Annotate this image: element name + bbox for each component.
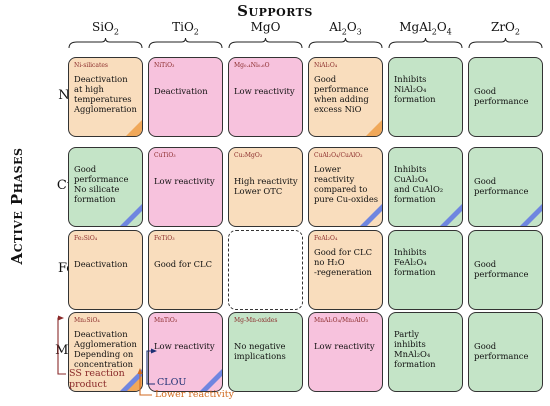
cell-description: Deactivation bbox=[154, 86, 208, 96]
column-label-5: ZrO2 bbox=[490, 20, 520, 37]
corner-marker bbox=[120, 204, 142, 226]
column-braces bbox=[68, 37, 543, 49]
column-label-0: SiO2 bbox=[92, 20, 119, 37]
corner-marker bbox=[520, 204, 542, 226]
corner-marker bbox=[120, 369, 142, 391]
cell-description: Good for CLC bbox=[154, 259, 212, 269]
cell-formula: Ni-silicates bbox=[74, 62, 109, 69]
cell-description: Low reactivity bbox=[154, 176, 215, 186]
cell-ni-1: NiTiO₃ Deactivation bbox=[148, 57, 223, 137]
column-brace-0 bbox=[68, 37, 143, 49]
corner-marker bbox=[360, 204, 382, 226]
cell-fe-1: FeTiO₃ Good for CLC bbox=[148, 230, 223, 310]
column-label-2: MgO bbox=[250, 20, 281, 34]
title-supports: Supports bbox=[237, 2, 313, 20]
column-label-3: Al2O3 bbox=[329, 20, 362, 37]
legend-lower-reactivity: Lower reactivity bbox=[155, 389, 234, 400]
cell-formula: Mn₂SiO₄ bbox=[74, 317, 100, 324]
cell-description: Deactivation bbox=[74, 259, 128, 269]
cell-fe-2 bbox=[228, 230, 303, 310]
cell-formula: FeAl₂O₄ bbox=[314, 235, 338, 242]
cell-description: Low reactivity bbox=[234, 86, 295, 96]
corner-marker bbox=[440, 204, 462, 226]
cell-formula: Mg₀.₄Ni₀.₆O bbox=[234, 62, 270, 69]
cell-formula: CuTiO₃ bbox=[154, 152, 176, 159]
legend-clou: CLOU bbox=[157, 377, 187, 388]
column-brace-4 bbox=[388, 37, 463, 49]
cell-description: Low reactivity bbox=[154, 341, 215, 351]
cell-formula: NiAl₂O₄ bbox=[314, 62, 338, 69]
corner-marker bbox=[366, 120, 382, 136]
cell-ni-2: Mg₀.₄Ni₀.₆O Low reactivity bbox=[228, 57, 303, 137]
column-brace-1 bbox=[148, 37, 223, 49]
cell-formula: CuAl₂O₄/CuAlO₂ bbox=[314, 152, 363, 159]
corner-marker bbox=[126, 120, 142, 136]
cell-formula: Fe₂SiO₄ bbox=[74, 235, 98, 242]
column-brace-3 bbox=[308, 37, 383, 49]
column-brace-2 bbox=[228, 37, 303, 49]
cell-mn-3: MnAl₂O₄/Mn₃AlO₃ Low reactivity bbox=[308, 312, 383, 392]
cell-cu-1: CuTiO₃ Low reactivity bbox=[148, 147, 223, 227]
corner-marker bbox=[200, 369, 222, 391]
cell-fe-0: Fe₂SiO₄ Deactivation bbox=[68, 230, 143, 310]
cell-formula: MnTiO₃ bbox=[154, 317, 178, 324]
cell-formula: Mg-Mn-oxides bbox=[234, 317, 278, 324]
cell-formula: MnAl₂O₄/Mn₃AlO₃ bbox=[314, 317, 368, 324]
cell-formula: Cu₂MgO₃ bbox=[234, 152, 263, 159]
column-label-1: TiO2 bbox=[172, 20, 199, 37]
cell-mn-1: MnTiO₃ Low reactivity bbox=[148, 312, 223, 392]
legend-ss-reaction-product: SS reaction product bbox=[69, 368, 125, 390]
column-label-4: MgAl2O4 bbox=[399, 20, 452, 37]
cell-description: Low reactivity bbox=[314, 341, 375, 351]
cell-formula: NiTiO₃ bbox=[154, 62, 175, 69]
column-brace-5 bbox=[468, 37, 543, 49]
cell-formula: FeTiO₃ bbox=[154, 235, 175, 242]
